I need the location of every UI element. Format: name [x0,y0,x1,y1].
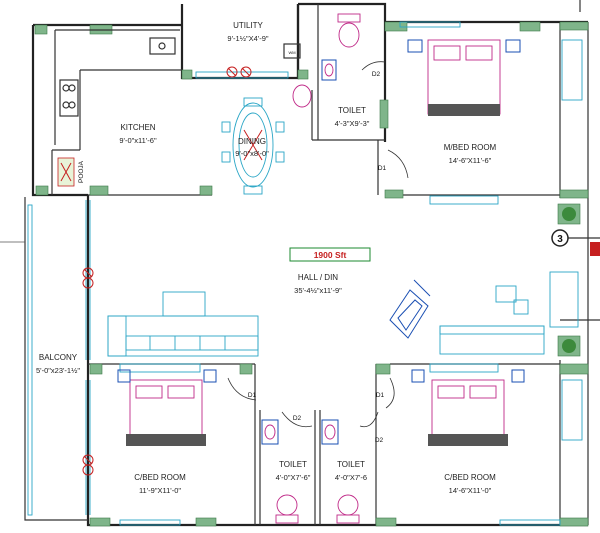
dining-size: 9'-0"x8'-0" [235,149,269,158]
toilet1-label: TOILET [338,106,366,115]
door-tag-d2-br: D2 [375,437,384,444]
bed-icon [117,369,217,446]
pooja-label: POOJA [78,160,85,183]
balcony-label: BALCONY [39,353,78,362]
utility-label: UTILITY [233,21,263,30]
cbed2-size: 14'-6"X11'-0" [449,486,492,495]
master-bedroom: M/BED ROOM 14'-6"X11'-6" D1 [378,39,521,179]
toilet2-size: 4'-0"X7'-6" [276,473,311,482]
mbed-label: M/BED ROOM [444,143,497,152]
toilet-bottom-right: D2 TOILET 4'-0"X7'-6 D1 [321,377,395,524]
area-label: 1900 Sft [314,250,347,260]
unit-number-marker: 3 [551,229,600,256]
windows [27,21,583,526]
dining-table-icon [221,97,285,195]
toilet-bottom-left: D2 TOILET 4'-0"X7'-6" [261,411,313,524]
plant-icon [557,203,581,357]
sink-icon [149,37,176,55]
door-tag-d1-mbed: D1 [378,165,387,172]
valve-icons [226,66,252,78]
valve-icons-balcony [82,267,94,476]
door-tag-d2-top: D2 [372,71,381,78]
washbasin-icon [261,419,279,445]
wm-label: WM [288,50,295,55]
door-tag-d1-cbed1: D1 [248,392,257,399]
armchair-icon [389,279,431,339]
toilet3-label: TOILET [337,460,365,469]
door-tag-d2-bl: D2 [293,415,302,422]
cbed1-label: C/BED ROOM [134,473,186,482]
wc-icon [336,494,360,524]
toilet1-size: 4'-3"X9'-3" [335,119,370,128]
bed-icon [407,39,521,116]
door-tag-d1-cbed2: D1 [376,392,385,399]
washbasin-icon [292,59,337,108]
washbasin-icon [321,419,339,445]
wc-icon [337,13,361,48]
utility-size: 9'-1½"X4'-9" [227,34,268,43]
coffee-table-icon [162,291,206,317]
interior-walls [51,4,600,525]
cbed2-label: C/BED ROOM [444,473,496,482]
bed-icon [411,369,525,446]
child-bedroom-1: C/BED ROOM 11'-9"X11'-0" D1 [117,369,257,495]
balcony: BALCONY 5'-0"x23'-1½" [36,267,94,476]
toilet2-label: TOILET [279,460,307,469]
hall-size: 35'-4½"x11'-9" [294,286,342,295]
toilet3-size: 4'-0"X7'-6 [335,473,367,482]
utility-room: UTILITY 9'-1½"X4'-9" WM [226,21,301,78]
kitchen: KITCHEN 9'-0"x11'-6" [54,29,180,145]
pooja-room: POOJA [57,157,85,187]
tv-unit-icon [439,271,579,355]
child-bedroom-2: C/BED ROOM 14'-6"X11'-0" [411,369,525,495]
mbed-size: 14'-6"X11'-6" [449,156,492,165]
kitchen-label: KITCHEN [120,123,155,132]
toilet-top: TOILET 4'-3"X9'-3" D2 [292,13,386,128]
dining-label: DINING [238,137,266,146]
cbed1-size: 11'-9"X11'-0" [139,486,181,495]
sofa-icon [107,315,259,357]
dining-area: DINING 9'-0"x8'-0" [221,97,285,195]
unit-number: 3 [557,234,563,245]
stove-icon [59,79,79,117]
wc-icon [275,494,299,524]
hall-label: HALL / DIN [298,273,338,282]
kitchen-size: 9'-0"x11'-6" [119,136,157,145]
balcony-size: 5'-0"x23'-1½" [36,366,80,375]
hall: 1900 Sft HALL / DIN 35'-4½"x11'-9" [107,203,600,357]
